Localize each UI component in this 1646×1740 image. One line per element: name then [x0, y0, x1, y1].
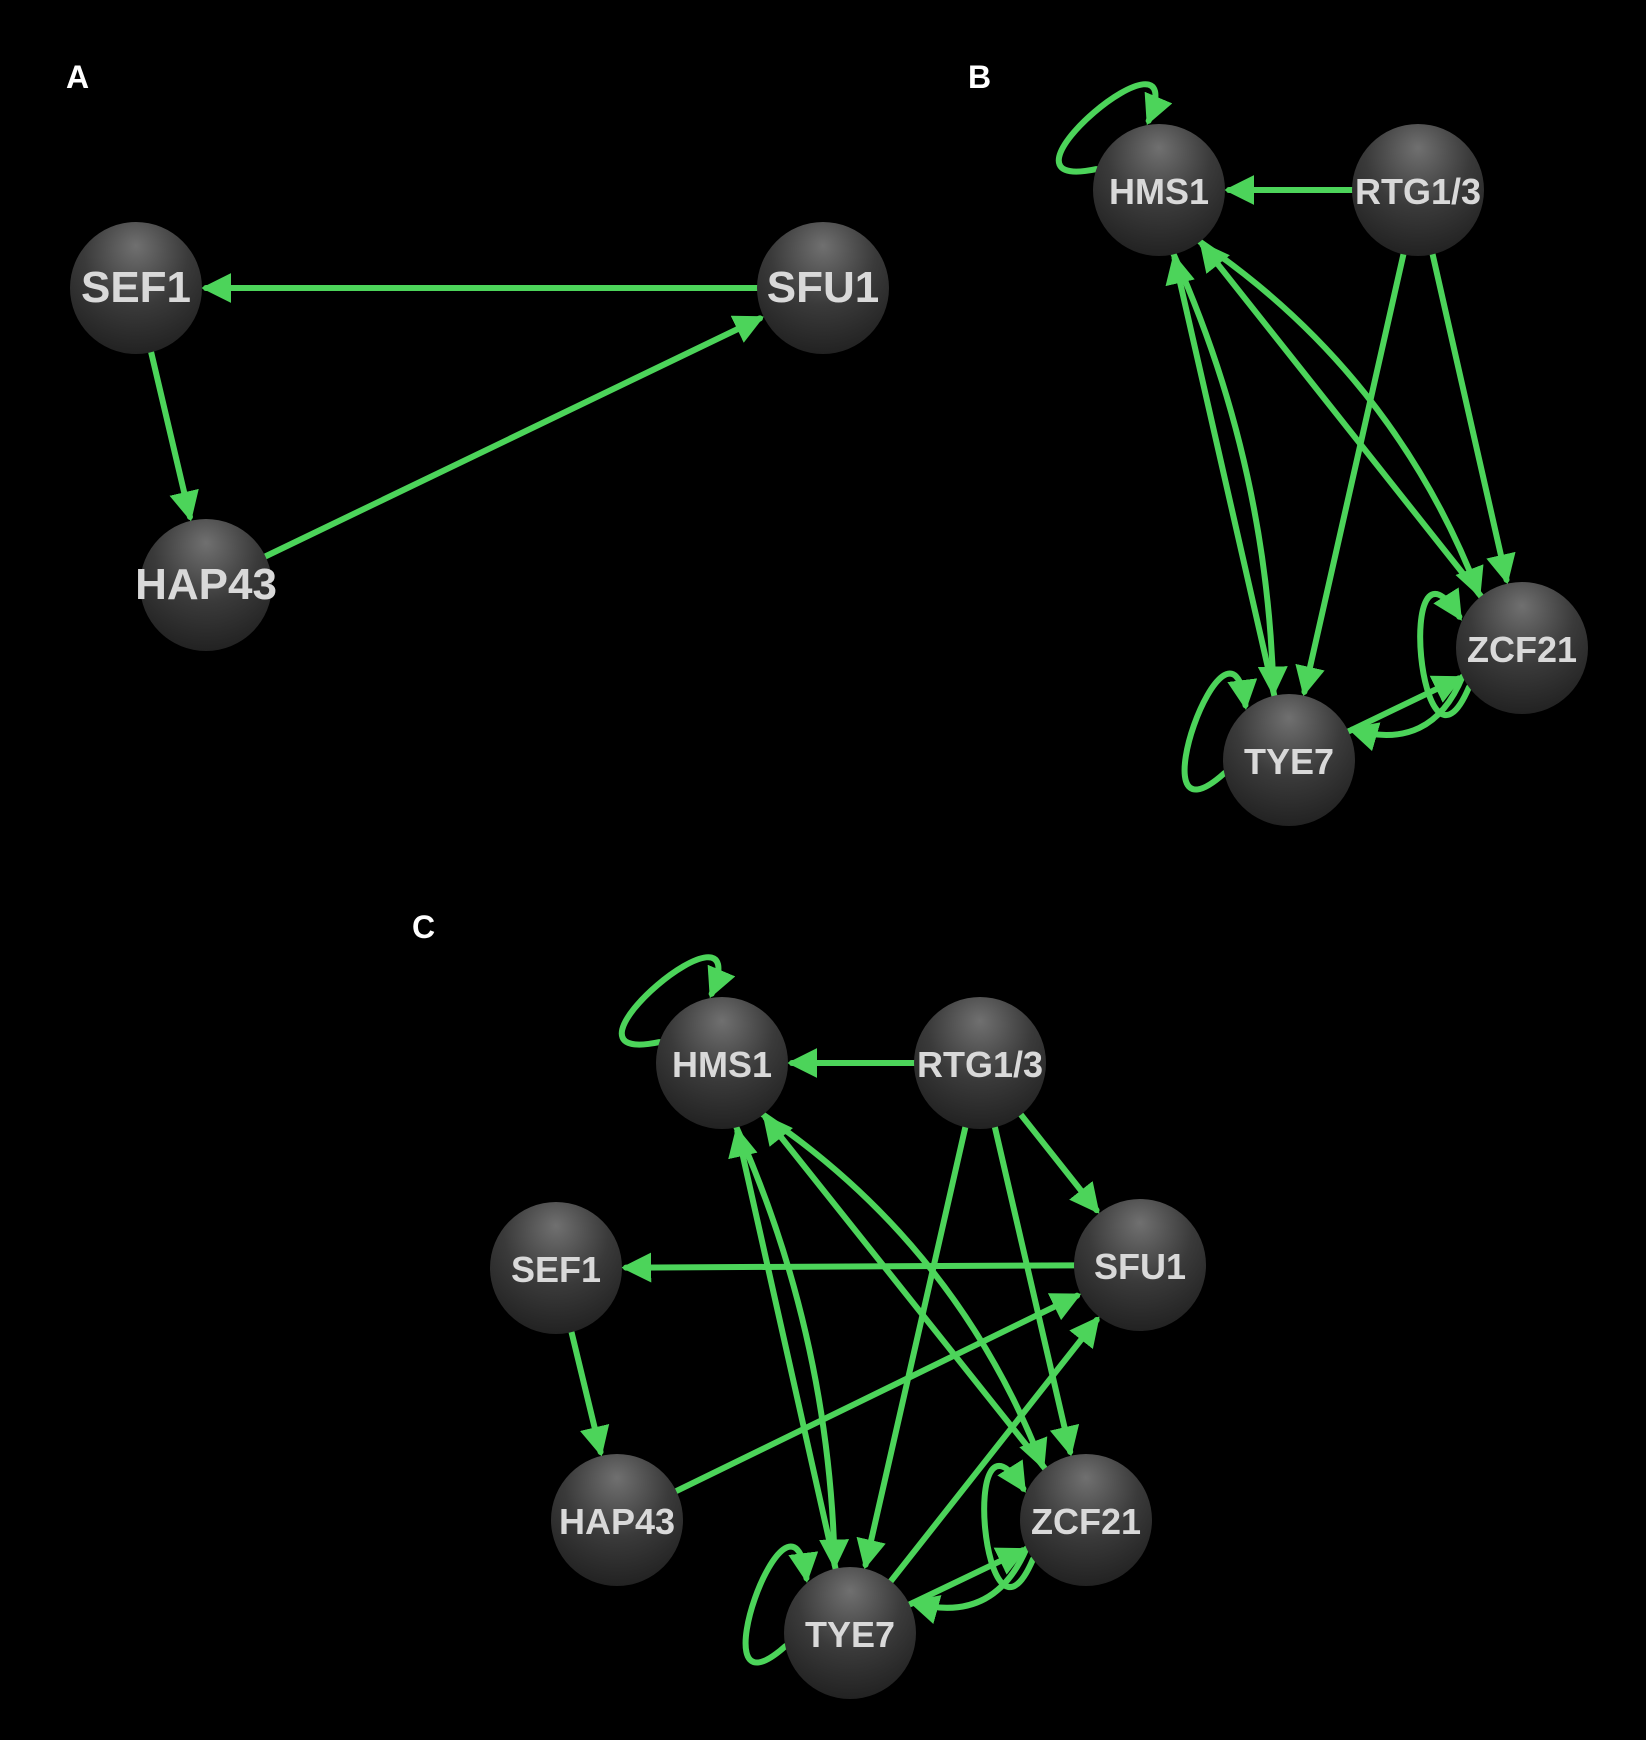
- edge-c-zcf21-to-zcf21: [981, 1459, 1036, 1591]
- node-c-tye7[interactable]: TYE7: [784, 1567, 916, 1699]
- edges-layer: [148, 81, 1516, 1666]
- edge-c-tye7-to-hms1: [728, 1126, 839, 1572]
- edge-c-tye7-to-sfu1: [887, 1316, 1100, 1585]
- node-a-hap43[interactable]: HAP43: [135, 519, 277, 651]
- node-label: SEF1: [511, 1249, 601, 1290]
- node-c-zcf21[interactable]: ZCF21: [1020, 1454, 1152, 1586]
- node-a-sfu1[interactable]: SFU1: [757, 222, 889, 354]
- node-b-tye7[interactable]: TYE7: [1223, 694, 1355, 826]
- node-b-zcf21[interactable]: ZCF21: [1456, 582, 1588, 714]
- panel-letter-b: B: [968, 59, 991, 95]
- node-sphere: [1020, 1454, 1152, 1586]
- node-c-hms1[interactable]: HMS1: [656, 997, 788, 1129]
- edge-b-rtg1-3-to-zcf21: [1429, 251, 1516, 585]
- edge-b-tye7-to-zcf21: [1345, 675, 1464, 735]
- node-sphere: [1074, 1199, 1206, 1331]
- node-sphere: [757, 222, 889, 354]
- edge-c-rtg1-3-to-sfu1: [1017, 1111, 1100, 1214]
- edge-b-tye7-to-hms1: [1165, 253, 1278, 699]
- edge-b-tye7-to-tye7: [1181, 670, 1258, 793]
- edge-c-rtg1-3-to-zcf21: [991, 1124, 1080, 1457]
- edge-b-hms1-to-tye7: [1170, 251, 1288, 697]
- node-a-sef1[interactable]: SEF1: [70, 222, 202, 354]
- edge-c-hms1-to-hms1: [618, 954, 736, 1048]
- node-sphere: [656, 997, 788, 1129]
- panel-letters-layer: A B C: [66, 59, 991, 945]
- edge-c-hms1-to-tye7: [733, 1124, 850, 1570]
- node-c-sef1[interactable]: SEF1: [490, 1202, 622, 1334]
- edge-b-zcf21-to-tye7: [1347, 673, 1466, 752]
- edge-c-hap43-to-sfu1: [673, 1292, 1082, 1495]
- node-label: SFU1: [1094, 1246, 1186, 1287]
- node-c-rtg1-3[interactable]: RTG1/3: [914, 997, 1046, 1129]
- node-sphere: [1352, 124, 1484, 256]
- node-label: RTG1/3: [1355, 171, 1481, 212]
- panel-letter-a: A: [66, 59, 89, 95]
- node-b-rtg1-3[interactable]: RTG1/3: [1352, 124, 1484, 256]
- node-c-hap43[interactable]: HAP43: [551, 1454, 683, 1586]
- edge-c-sfu1-to-sef1: [621, 1252, 1077, 1283]
- node-label: ZCF21: [1467, 629, 1577, 670]
- node-label: TYE7: [805, 1614, 895, 1655]
- node-sphere: [140, 519, 272, 651]
- edge-a-hap43-to-sfu1: [262, 315, 765, 560]
- node-label: HMS1: [1109, 171, 1209, 212]
- node-sphere: [914, 997, 1046, 1129]
- node-label: HAP43: [559, 1501, 675, 1542]
- edge-c-sef1-to-hap43: [568, 1329, 610, 1457]
- node-label: RTG1/3: [917, 1044, 1043, 1085]
- node-label: SFU1: [767, 263, 879, 312]
- node-sphere: [551, 1454, 683, 1586]
- edge-b-rtg1-3-to-tye7: [1295, 251, 1407, 697]
- edge-a-sef1-to-hap43: [148, 349, 199, 522]
- edge-b-zcf21-to-zcf21: [1417, 587, 1472, 719]
- panel-letter-c: C: [412, 909, 435, 945]
- edge-c-zcf21-to-tye7: [908, 1545, 1030, 1624]
- node-sphere: [490, 1202, 622, 1334]
- node-label: ZCF21: [1031, 1501, 1141, 1542]
- node-label: HAP43: [135, 560, 277, 609]
- node-b-hms1[interactable]: HMS1: [1093, 124, 1225, 256]
- node-label: SEF1: [81, 263, 191, 312]
- node-sphere: [1093, 124, 1225, 256]
- edge-b-hms1-to-zcf21: [1197, 238, 1484, 598]
- edge-b-hms1-to-hms1: [1055, 81, 1173, 175]
- node-label: TYE7: [1244, 741, 1334, 782]
- edge-c-zcf21-to-hms1: [762, 1113, 1048, 1472]
- node-c-sfu1[interactable]: SFU1: [1074, 1199, 1206, 1331]
- node-sphere: [784, 1567, 916, 1699]
- node-label: HMS1: [672, 1044, 772, 1085]
- edge-c-rtg1-3-to-tye7: [856, 1124, 969, 1570]
- node-sphere: [1456, 582, 1588, 714]
- edge-c-tye7-to-tye7: [742, 1543, 819, 1666]
- node-sphere: [1223, 694, 1355, 826]
- node-sphere: [70, 222, 202, 354]
- edge-b-zcf21-to-hms1: [1199, 241, 1484, 600]
